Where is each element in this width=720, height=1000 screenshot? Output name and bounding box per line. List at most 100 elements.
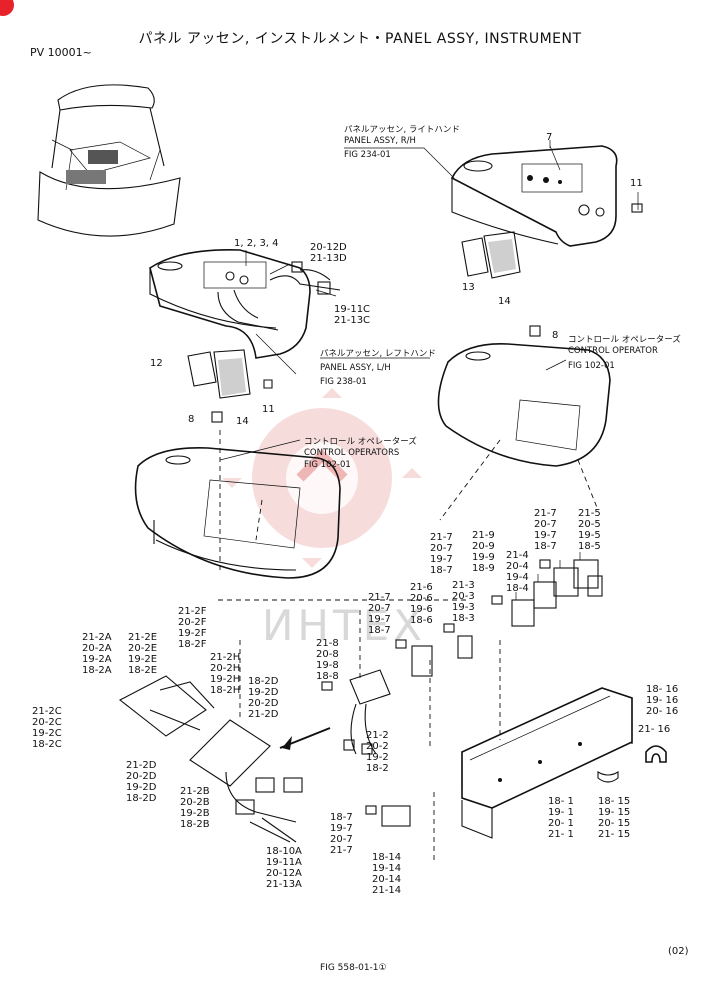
part-number: 19-2A (82, 654, 112, 665)
svg-text:コントロール オペレーターズ: コントロール オペレーターズ (304, 436, 417, 447)
clip-16 (645, 745, 667, 763)
part-number: 21-13A (266, 879, 302, 890)
part-number: 19-2B (180, 808, 210, 819)
part-number: 18-2 (366, 763, 389, 774)
part-number: 21-13D (310, 253, 347, 264)
label-1-2-3-4: 1, 2, 3, 4 (234, 238, 279, 249)
figure-number: FIG 558-01-1① (320, 963, 387, 973)
part-number: 21-2C (32, 706, 62, 717)
svg-text:コントロール オペレーターズ: コントロール オペレーターズ (568, 334, 681, 345)
part-number: 18-3 (452, 613, 475, 624)
part-number: 20-2E (128, 643, 157, 654)
filter-pads-lower (187, 349, 251, 399)
page-corner-marker (0, 0, 14, 16)
label-14-mid: 14 (236, 416, 249, 427)
part-number: 18-2A (82, 665, 112, 676)
svg-text:FIG 238-01: FIG 238-01 (320, 377, 367, 387)
part-number: 20-2D (126, 771, 157, 782)
part-number: 19-11C (334, 304, 370, 315)
label-8-right: 8 (552, 330, 558, 341)
part-number: 20-12A (266, 868, 302, 879)
part-number: 18-2C (32, 739, 62, 750)
serial-range: PV 10001~ (30, 46, 92, 59)
svg-text:PANEL ASSY, L/H: PANEL ASSY, L/H (320, 363, 391, 373)
part-number: 19- 16 (646, 695, 678, 706)
part-number: 18-7 (534, 541, 557, 552)
callout-panel-rh: パネルアッセン, ライトハンド PANEL ASSY, R/H FIG 234-… (344, 125, 460, 160)
part-number: 20-4 (506, 561, 529, 572)
part-number: 19-8 (316, 660, 339, 671)
part-number: 19-2E (128, 654, 157, 665)
part-number: 18-6 (410, 615, 433, 626)
control-operator-left-drawing (134, 430, 341, 579)
part-number: 20-9 (472, 541, 495, 552)
label-13: 13 (462, 282, 475, 293)
part-number: 19-2H (210, 674, 240, 685)
part-number: 18-7 (368, 625, 391, 636)
part-number: 20-2B (180, 797, 210, 808)
part-number: 19-7 (368, 614, 391, 625)
part-number: 20-2H (210, 663, 240, 674)
part-number: 21-7 (534, 508, 557, 519)
part-number: 19-3 (452, 602, 475, 613)
part-number: 21-5 (578, 508, 601, 519)
part-number: 21-6 (410, 582, 433, 593)
svg-text:CONTROL OPERATORS: CONTROL OPERATORS (304, 448, 399, 458)
part-number: 18-2E (128, 665, 157, 676)
part-number: 18-9 (472, 563, 495, 574)
part-number: 19-2C (32, 728, 62, 739)
part-number: 19-6 (410, 604, 433, 615)
part-number: 18-2B (180, 819, 210, 830)
part-number: 21- 1 (548, 829, 574, 840)
part-number: 18-7 (330, 812, 353, 823)
part-number: 19-14 (372, 863, 401, 874)
relay-small (395, 623, 473, 677)
part-number: 21-2D (126, 760, 157, 771)
part-number: 19-4 (506, 572, 529, 583)
part-number: 19-9 (472, 552, 495, 563)
watermark-text: ИНТЕХ (262, 601, 426, 650)
part-number: 21-2F (178, 606, 207, 617)
part-number: 20-6 (410, 593, 433, 604)
part-number: 18- 16 (646, 684, 678, 695)
part-number: 20-2F (178, 617, 207, 628)
svg-text:パネルアッセン, レフトハンド: パネルアッセン, レフトハンド (320, 349, 436, 359)
part-number: 18-5 (578, 541, 601, 552)
svg-text:PANEL ASSY, R/H: PANEL ASSY, R/H (344, 136, 416, 146)
part-number: 21-3 (452, 580, 475, 591)
callout-control-left: コントロール オペレーターズ CONTROL OPERATORS FIG 102… (304, 436, 417, 470)
part-number: 20-7 (368, 603, 391, 614)
part-number: 18-10A (266, 846, 302, 857)
svg-text:パネルアッセン, ライトハンド: パネルアッセン, ライトハンド (344, 125, 460, 135)
part-number: 20-7 (534, 519, 557, 530)
part-number: 19-11A (266, 857, 302, 868)
panel-lh-drawing (149, 249, 341, 359)
part-number: 18-14 (372, 852, 401, 863)
leader-lines (219, 145, 567, 461)
part-number: 20-3 (452, 591, 475, 602)
part-number: 20-2A (82, 643, 112, 654)
relay-cluster (491, 552, 603, 627)
label-7: 7 (546, 132, 552, 143)
part-number: 19- 1 (548, 807, 574, 818)
svg-text:FIG 102-01: FIG 102-01 (568, 361, 615, 371)
part-number: 20-8 (316, 649, 339, 660)
part-number: 18-2D (248, 676, 279, 687)
part-number: 21-9 (472, 530, 495, 541)
filter-pads-upper (461, 231, 521, 279)
